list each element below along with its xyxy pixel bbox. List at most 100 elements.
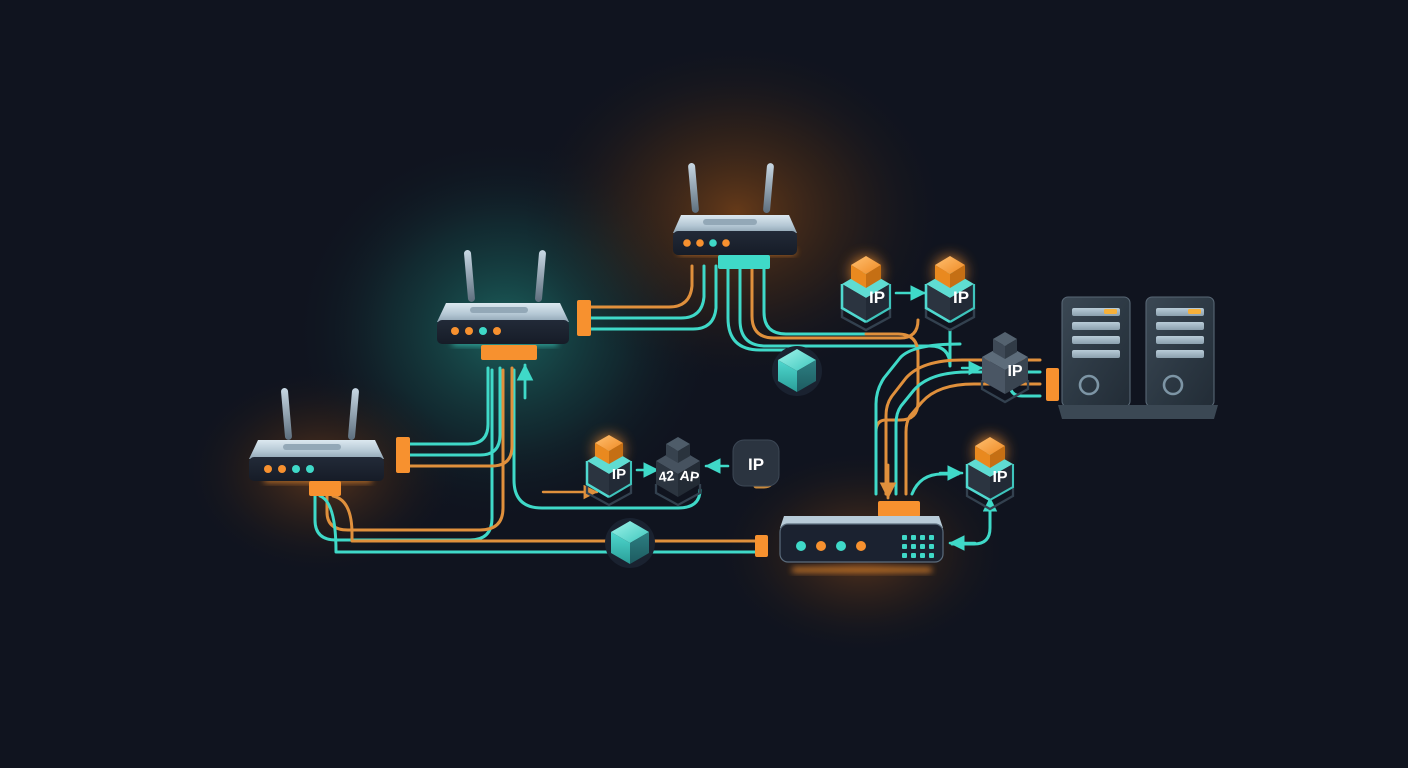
cube-bracket <box>840 308 892 332</box>
cable-top-to-ipcube-teal <box>762 264 868 336</box>
router-led <box>493 327 501 335</box>
cube-right-face <box>866 284 890 322</box>
cable-bottomleft-side-teal <box>408 366 490 446</box>
ip-cube-top-right-pair[interactable]: IP <box>924 256 976 332</box>
router-led <box>278 465 286 473</box>
ip-cube-label: IP <box>953 288 969 307</box>
cable-midleft-to-top-teal-a <box>589 264 706 320</box>
server-slot <box>1072 336 1120 344</box>
router-vent-slot <box>283 444 341 450</box>
cable-bottomleft-to-switch-teal <box>318 494 757 554</box>
cable-bottomleft-side-orange <box>408 366 514 468</box>
server-power-ring[interactable] <box>1162 374 1184 396</box>
cable-ipcube1-drop-orange <box>864 332 920 494</box>
cube-orange-left <box>935 265 950 288</box>
cube-left-face <box>967 464 990 500</box>
router-antenna-right <box>763 163 774 213</box>
server-slot-indicator <box>1104 309 1117 314</box>
ip-cube-top-left-pair[interactable]: IP <box>840 256 892 332</box>
ip-cube-label: IP <box>612 466 626 483</box>
dark-cube-42-ap[interactable]: 42 AP <box>654 437 702 507</box>
cube-bracket <box>585 484 633 507</box>
teal-cube-upper[interactable] <box>772 346 822 396</box>
server-slot <box>1072 322 1120 330</box>
cube-right-face <box>1005 357 1028 394</box>
router-led <box>292 465 300 473</box>
cube-right-face <box>609 461 631 497</box>
router-vent-slot <box>703 219 757 225</box>
router-led <box>696 239 704 247</box>
router-side-port <box>396 437 410 473</box>
badge-body <box>732 439 780 487</box>
cube-orange-right <box>609 443 623 464</box>
cable-right-bundle-orange-3 <box>904 382 1042 496</box>
cube-knob-left <box>666 444 678 463</box>
wireless-router-middle-left[interactable] <box>437 250 591 360</box>
teal-cube-lower[interactable] <box>605 518 655 568</box>
router-vent-slot <box>470 307 528 313</box>
server-tower-left[interactable] <box>1061 296 1131 408</box>
wireless-router-bottom-left[interactable] <box>249 388 410 496</box>
cube-left-face <box>982 357 1005 394</box>
server-slot <box>1156 350 1204 358</box>
router-led <box>451 327 459 335</box>
cable-midleft-down-teal-b <box>512 368 702 510</box>
router-antenna-left <box>464 250 475 302</box>
cable-top-to-servers-orange <box>750 264 920 340</box>
cube-bracket <box>980 380 1030 404</box>
ip-cube-label: IP <box>1007 363 1022 380</box>
router-led <box>479 327 487 335</box>
ip-cube-server-side[interactable]: IP <box>980 332 1030 404</box>
router-antenna-left <box>281 388 292 440</box>
switch-top-connector <box>878 501 920 517</box>
cube-left-edge <box>840 284 867 324</box>
network-switch-bottom[interactable] <box>779 501 944 572</box>
router-led <box>306 465 314 473</box>
cable-midleft-to-top-teal-b <box>589 264 718 331</box>
wireless-router-top[interactable] <box>673 163 797 269</box>
server-power-ring[interactable] <box>1078 374 1100 396</box>
switch-led <box>816 541 826 551</box>
router-body <box>673 231 797 255</box>
cable-bottomleft-to-switch-orange <box>331 494 757 543</box>
ip-badge-label: IP <box>748 455 764 474</box>
cable-layer <box>313 264 1042 554</box>
router-bottom-connector <box>718 255 770 269</box>
cable-right-bundle-orange-2 <box>884 358 1042 496</box>
router-body <box>249 457 384 481</box>
server-slot-indicator <box>1188 309 1201 314</box>
ip-cube-bottom-right[interactable]: IP <box>965 437 1015 511</box>
cube-right-edge <box>949 284 976 323</box>
router-led <box>683 239 691 247</box>
cube-right-face <box>797 360 816 392</box>
cube-left-edge <box>585 461 610 499</box>
cube-orange-right <box>990 446 1005 468</box>
cube-left-face <box>842 284 866 322</box>
cube-bracket <box>654 484 702 507</box>
router-led <box>465 327 473 335</box>
ip-cube-label: IP <box>992 469 1007 486</box>
server-orange-input-port <box>1046 368 1059 401</box>
router-antenna-right <box>348 388 359 440</box>
server-tower-right[interactable] <box>1145 296 1215 408</box>
cube-orange-left <box>975 446 990 468</box>
switch-led <box>836 541 846 551</box>
cable-midleft-to-top-orange <box>589 264 694 309</box>
cube-right-face <box>630 532 649 564</box>
switch-glow-bar <box>792 568 932 572</box>
cube-left-face <box>778 360 797 392</box>
cube-right-edge <box>865 284 892 323</box>
router-led <box>709 239 717 247</box>
cube-orange-left <box>851 265 866 288</box>
cable-bottomleft-to-midleft-orange <box>325 368 505 532</box>
orange-port-before-switch <box>755 535 768 557</box>
router-bottom-connector <box>481 345 537 360</box>
switch-led <box>796 541 806 551</box>
ip-rounded-badge[interactable]: IP <box>732 439 780 489</box>
cube-orange-left <box>595 443 609 464</box>
ip-cube-center-left[interactable]: IP <box>585 435 633 507</box>
server-slot <box>1156 336 1204 344</box>
cube-right-edge <box>608 461 633 498</box>
server-rack-pair[interactable] <box>1046 296 1218 419</box>
